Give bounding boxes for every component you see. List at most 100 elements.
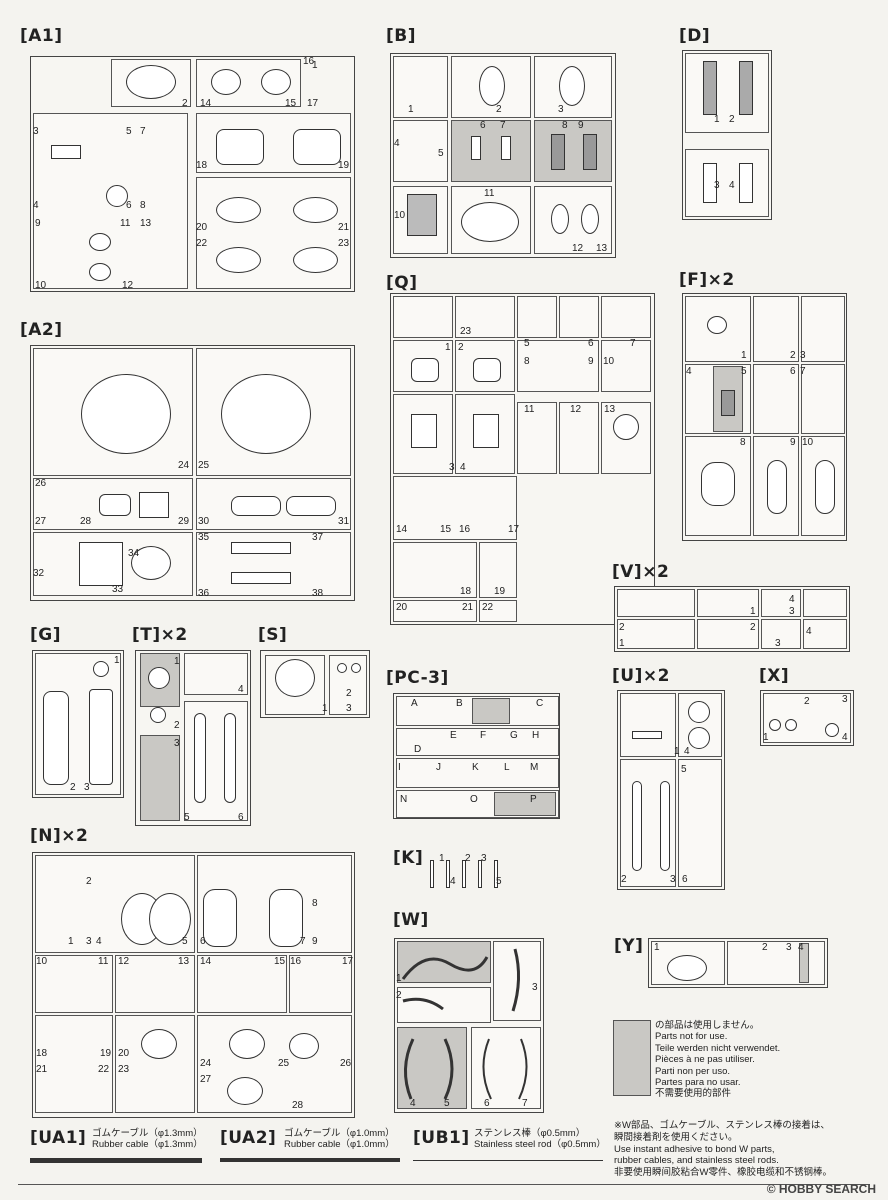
b-num: 1: [408, 104, 414, 115]
legend-line: 不需要使用的部件: [655, 1088, 732, 1100]
n-num: 19: [100, 1048, 112, 1059]
q-num: 2: [458, 342, 464, 353]
label-y: [Y]: [614, 936, 644, 956]
a2-num: 25: [198, 460, 210, 471]
n-num: 16: [290, 956, 302, 967]
b-num: 5: [438, 148, 444, 159]
n-num: 17: [342, 956, 354, 967]
w-num: 6: [484, 1098, 490, 1109]
q-num: 22: [482, 602, 494, 613]
watermark: © HOBBY SEARCH: [766, 1182, 876, 1196]
n-num: 20: [118, 1048, 130, 1059]
n-num: 11: [98, 956, 109, 967]
unused-parts-swatch: [613, 1020, 651, 1096]
w-num: 4: [410, 1098, 416, 1109]
f-num: 9: [790, 437, 796, 448]
b-num: 9: [578, 120, 584, 131]
w-num: 3: [532, 982, 538, 993]
a2-num: 29: [178, 516, 190, 527]
a2-num: 26: [35, 478, 47, 489]
runner-s: [260, 650, 370, 718]
n-num: 18: [36, 1048, 48, 1059]
q-num: 4: [460, 462, 466, 473]
u-num: 1: [674, 746, 680, 757]
s-num: 1: [322, 703, 328, 714]
d-num: 1: [714, 114, 720, 125]
b-num: 8: [562, 120, 568, 131]
n-num: 28: [292, 1100, 304, 1111]
g-num: 1: [114, 655, 120, 666]
a1-num: 9: [35, 218, 41, 229]
q-num: 20: [396, 602, 408, 613]
q-num: 8: [524, 356, 530, 367]
w-cable-drawings: [401, 948, 528, 1100]
f-num: 10: [802, 437, 814, 448]
label-a1: [A1]: [20, 26, 63, 46]
cable-ub1-line: [413, 1160, 603, 1161]
a1-num: 6: [126, 200, 132, 211]
runner-pc3: [393, 693, 560, 819]
t-num: 1: [174, 656, 180, 667]
runner-a1: [30, 56, 355, 292]
b-num: 7: [500, 120, 506, 131]
b-num: 4: [394, 138, 400, 149]
f-num: 4: [686, 366, 692, 377]
v-num: 1: [750, 606, 756, 617]
b-num: 2: [496, 104, 502, 115]
runner-w: [394, 938, 544, 1113]
pc3-num: D: [414, 744, 422, 755]
label-x: [X]: [759, 666, 790, 686]
t-num: 3: [174, 738, 180, 749]
n-num: 26: [340, 1058, 352, 1069]
n-num: 27: [200, 1074, 212, 1085]
label-q: [Q]: [386, 273, 418, 293]
pc3-num: L: [504, 762, 510, 773]
pc3-num: C: [536, 698, 544, 709]
label-w: [W]: [393, 910, 429, 930]
a1-num: 17: [307, 98, 319, 109]
note-line: 瞬間接着剤を使用ください。: [614, 1131, 738, 1143]
n-num: 5: [182, 936, 188, 947]
x-num: 3: [842, 694, 848, 705]
cable-ua2-en: Rubber cable（φ1.0mm）: [284, 1139, 395, 1150]
pc3-num: G: [510, 730, 518, 741]
y-num: 2: [762, 942, 768, 953]
a1-num: 20: [196, 222, 208, 233]
y-num: 3: [786, 942, 792, 953]
k-num: 5: [496, 876, 502, 887]
runner-q: [390, 293, 655, 625]
a2-num: 31: [338, 516, 350, 527]
runner-f: [682, 293, 847, 541]
b-num: 6: [480, 120, 486, 131]
a1-num: 3: [33, 126, 39, 137]
q-num: 21: [462, 602, 474, 613]
pc3-num: J: [436, 762, 441, 773]
f-num: 2: [790, 350, 796, 361]
pc3-num: K: [472, 762, 479, 773]
a1-num: 8: [140, 200, 146, 211]
a1-num: 7: [140, 126, 146, 137]
a1-num: 10: [35, 280, 47, 291]
note-line: ※W部品、ゴムケーブル、ステンレス棒の接着は、: [614, 1120, 830, 1131]
n-num: 1: [68, 936, 74, 947]
a2-num: 33: [112, 584, 124, 595]
n-num: 9: [312, 936, 318, 947]
n-num: 4: [96, 936, 102, 947]
q-num: 10: [603, 356, 615, 367]
n-num: 10: [36, 956, 48, 967]
f-num: 7: [800, 366, 806, 377]
cable-ua2-code: [UA2]: [220, 1128, 277, 1148]
k-num: 2: [465, 853, 471, 864]
n-num: 13: [178, 956, 190, 967]
a2-num: 30: [198, 516, 210, 527]
v-num: 4: [789, 594, 795, 605]
pc3-num: O: [470, 794, 478, 805]
q-num: 7: [630, 338, 636, 349]
pc3-num: F: [480, 730, 487, 741]
q-num: 16: [459, 524, 471, 535]
d-num: 3: [714, 180, 720, 191]
a2-num: 38: [312, 588, 324, 599]
s-num: 2: [346, 688, 352, 699]
f-num: 6: [790, 366, 796, 377]
u-num: 3: [670, 874, 676, 885]
